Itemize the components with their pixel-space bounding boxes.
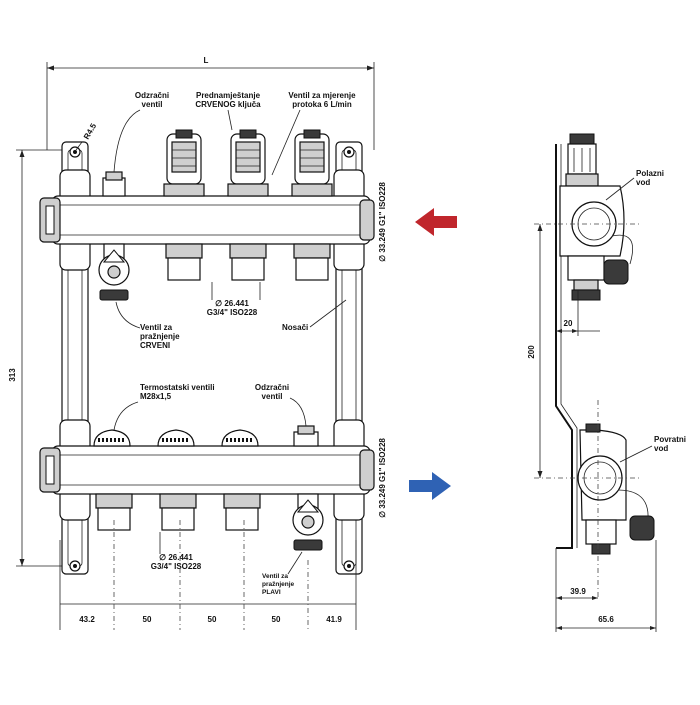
- svg-text:∅ 26.441: ∅ 26.441: [215, 299, 249, 308]
- svg-text:Povratni: Povratni: [654, 435, 686, 444]
- svg-text:CRVENI: CRVENI: [140, 341, 170, 350]
- label-pipe-bottom: ∅ 33.249 G1" ISO228: [378, 438, 387, 518]
- svg-text:G3/4" ISO228: G3/4" ISO228: [151, 562, 202, 571]
- bottom-manifold: [39, 425, 375, 551]
- dimension-65-6: 65.6: [556, 540, 657, 632]
- svg-text:pražnjenje: pražnjenje: [140, 332, 180, 341]
- dimension-313: 313: [8, 149, 70, 567]
- drain-valve-red: [98, 243, 130, 301]
- svg-text:200: 200: [527, 345, 536, 359]
- svg-text:∅ 26.441: ∅ 26.441: [159, 553, 193, 562]
- label-termostatski: Termostatski ventili M28x1,5: [113, 383, 215, 431]
- svg-text:Odzračni: Odzračni: [135, 91, 169, 100]
- label-povratni-vod: Povratni vod: [619, 435, 686, 463]
- label-polazni-vod: Polazni vod: [605, 169, 664, 201]
- bottom-dimensions: 43.2 50 50 50 41.9: [59, 520, 357, 630]
- svg-text:∅ 33.249 G1" ISO228: ∅ 33.249 G1" ISO228: [378, 438, 387, 518]
- label-outlet-top: ∅ 26.441 G3/4" ISO228: [207, 282, 261, 317]
- flow-meter-1: [163, 129, 205, 197]
- arrow-left-icon: [415, 208, 457, 236]
- label-prednamjestanje: Prednamještanje CRVENOG ključa: [195, 91, 261, 131]
- side-view: [534, 133, 655, 600]
- dim-43-2: 43.2: [79, 615, 95, 624]
- flow-meter-2: [227, 129, 269, 197]
- svg-text:Prednamještanje: Prednamještanje: [196, 91, 261, 100]
- label-praznjenje-blue: Ventil za pražnjenje PLAVI: [262, 551, 303, 596]
- drain-valve-blue: [292, 493, 324, 551]
- label-nosaci: Nosači: [282, 299, 347, 332]
- svg-text:vod: vod: [636, 178, 650, 187]
- svg-text:39.9: 39.9: [570, 587, 586, 596]
- svg-text:Odzračni: Odzračni: [255, 383, 289, 392]
- label-outlet-bottom: ∅ 26.441 G3/4" ISO228: [151, 532, 202, 571]
- dim-50-c: 50: [272, 615, 281, 624]
- svg-text:Ventil za: Ventil za: [262, 573, 288, 580]
- label-praznjenje-red: Ventil za pražnjenje CRVENI: [115, 301, 180, 350]
- dim-50-a: 50: [143, 615, 152, 624]
- dimension-200: 200: [527, 224, 543, 478]
- svg-text:protoka 6 L/min: protoka 6 L/min: [292, 100, 352, 109]
- svg-text:20: 20: [564, 319, 573, 328]
- svg-text:ventil: ventil: [142, 100, 163, 109]
- svg-text:PLAVI: PLAVI: [262, 589, 281, 596]
- svg-text:Ventil za mjerenje: Ventil za mjerenje: [288, 91, 356, 100]
- dimension-313-label: 313: [8, 368, 17, 382]
- arrow-right-icon: [409, 472, 451, 500]
- dimension-20: 20: [556, 290, 600, 336]
- label-odzracni-bottom: Odzračni ventil: [255, 383, 307, 427]
- label-ventil-mjerenje: Ventil za mjerenje protoka 6 L/min: [271, 91, 356, 176]
- svg-text:R4.5: R4.5: [82, 121, 99, 141]
- label-pipe-top: ∅ 33.249 G1" ISO228: [378, 182, 387, 262]
- svg-text:65.6: 65.6: [598, 615, 614, 624]
- flow-meter-3: [291, 129, 333, 197]
- dimension-L-label: L: [204, 56, 209, 65]
- svg-text:vod: vod: [654, 444, 668, 453]
- label-odzracni-top: Odzračni ventil: [113, 91, 169, 173]
- dim-50-b: 50: [208, 615, 217, 624]
- dimension-L: L: [46, 56, 375, 150]
- dim-41-9: 41.9: [326, 615, 342, 624]
- svg-text:Ventil za: Ventil za: [140, 323, 173, 332]
- svg-text:pražnjenje: pražnjenje: [262, 581, 295, 588]
- svg-text:Termostatski ventili: Termostatski ventili: [140, 383, 215, 392]
- svg-text:∅ 33.249 G1" ISO228: ∅ 33.249 G1" ISO228: [378, 182, 387, 262]
- top-manifold: [39, 129, 375, 301]
- svg-text:CRVENOG ključa: CRVENOG ključa: [195, 100, 261, 109]
- svg-text:Nosači: Nosači: [282, 323, 308, 332]
- svg-text:G3/4" ISO228: G3/4" ISO228: [207, 308, 258, 317]
- svg-text:Polazni: Polazni: [636, 169, 664, 178]
- dimension-39-9: 39.9: [555, 548, 598, 632]
- svg-text:M28x1,5: M28x1,5: [140, 392, 172, 401]
- svg-text:ventil: ventil: [262, 392, 283, 401]
